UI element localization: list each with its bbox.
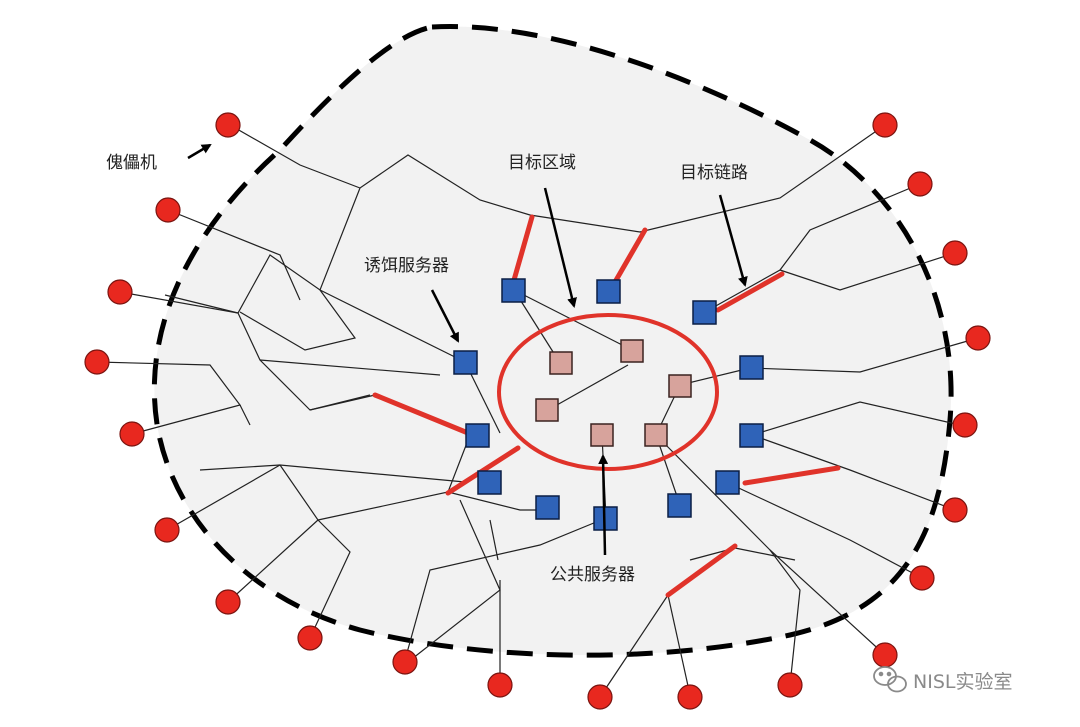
decoy-servers xyxy=(453,278,764,531)
public-server xyxy=(590,423,614,447)
public-server xyxy=(644,423,668,447)
target-area-ring xyxy=(497,313,719,471)
botnet-arrow xyxy=(187,143,212,160)
decoy-server xyxy=(715,470,740,495)
watermark: NISL实验室 xyxy=(873,666,1012,693)
bot-node xyxy=(942,240,968,266)
bot-node xyxy=(297,625,323,651)
target-links xyxy=(372,214,841,598)
target-link-label: 目标链路 xyxy=(680,163,748,183)
bot-node xyxy=(154,517,180,543)
bot-node xyxy=(119,421,145,447)
bot-node xyxy=(952,412,978,438)
public-server xyxy=(668,374,692,398)
target-link-arrow xyxy=(718,194,748,287)
bot-node xyxy=(215,112,241,138)
public-server xyxy=(535,398,559,422)
bot-node xyxy=(587,684,613,710)
bot-node xyxy=(215,589,241,615)
bots xyxy=(84,112,991,710)
decoy-server xyxy=(465,423,490,448)
public-server-label: 公共服务器 xyxy=(550,565,635,585)
bot-node xyxy=(907,171,933,197)
bot-node xyxy=(965,325,991,351)
bot-node xyxy=(155,197,181,223)
decoy-server xyxy=(477,470,502,495)
decoy-server xyxy=(739,355,764,380)
network-region xyxy=(151,24,954,658)
bot-node xyxy=(777,672,803,698)
bot-node xyxy=(107,279,133,305)
bot-node xyxy=(872,112,898,138)
decoy-server xyxy=(501,278,526,303)
bot-node xyxy=(909,565,935,591)
public-servers xyxy=(535,339,692,447)
decoy-server xyxy=(667,493,692,518)
annotation-arrows xyxy=(187,143,748,556)
decoy-server-arrow xyxy=(430,289,460,343)
target-area-arrow xyxy=(543,187,577,308)
bot-node xyxy=(677,684,703,710)
watermark-text: NISL实验室 xyxy=(913,671,1012,693)
bot-node xyxy=(942,497,968,523)
bot-node xyxy=(84,349,110,375)
decoy-server xyxy=(453,350,478,375)
decoy-server xyxy=(535,495,560,520)
public-server xyxy=(549,351,573,375)
decoy-server xyxy=(692,300,717,325)
public-server-arrow xyxy=(598,454,609,556)
wechat-icon xyxy=(873,666,907,693)
decoy-server-label: 诱饵服务器 xyxy=(364,256,449,276)
decoy-server xyxy=(596,279,621,304)
bot-node xyxy=(487,672,513,698)
botnet-label: 傀儡机 xyxy=(106,153,157,173)
public-server xyxy=(620,339,644,363)
decoy-server xyxy=(739,423,764,448)
bot-node xyxy=(872,642,898,668)
bot-node xyxy=(392,649,418,675)
target-area-label: 目标区域 xyxy=(508,153,576,173)
